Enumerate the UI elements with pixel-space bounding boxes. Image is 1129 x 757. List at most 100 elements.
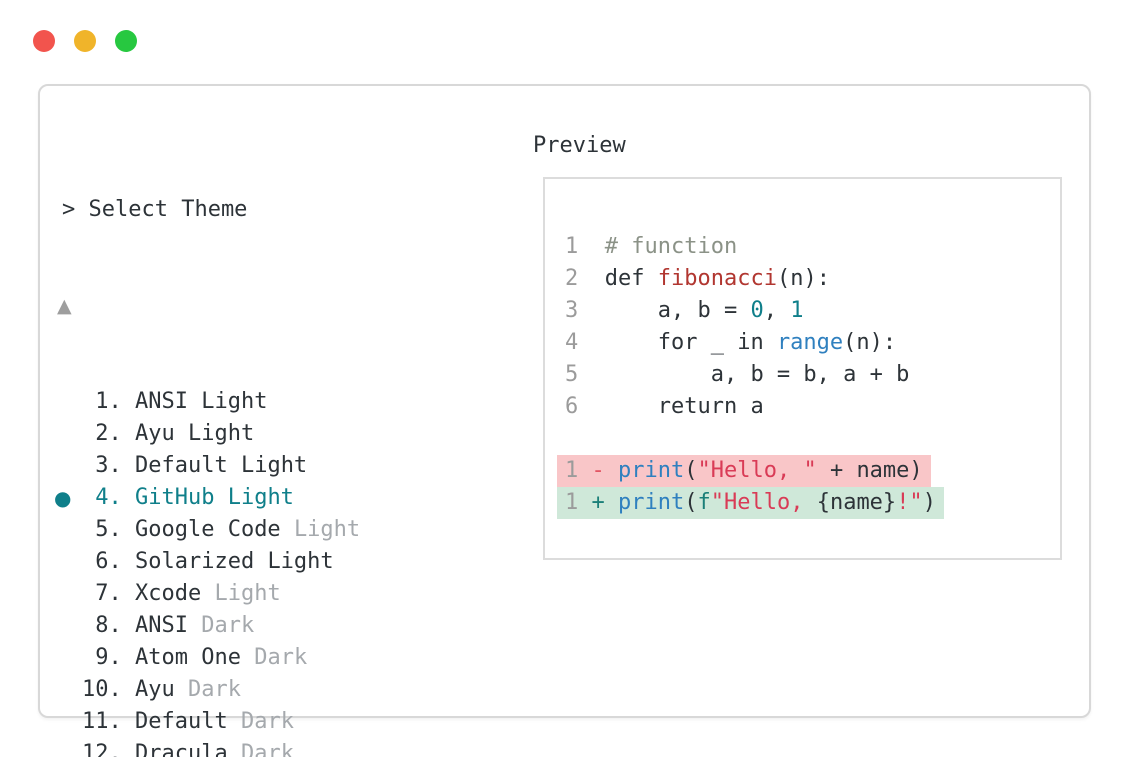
code-line: 1 # function (565, 231, 1060, 263)
theme-item-default-dark[interactable]: 11. Default Dark (62, 706, 831, 738)
scroll-up-icon[interactable]: ▲ (57, 295, 72, 317)
preview-title: Preview (533, 133, 626, 158)
line-number: 1 (565, 458, 592, 483)
code-token: 0 (750, 298, 764, 323)
theme-picker-column: > Select Theme ▲ 1. ANSI Light 2. Ayu Li… (54, 130, 831, 757)
line-number: 1 (565, 234, 605, 259)
code-token: 1 (790, 298, 804, 323)
theme-item-variant: Light (293, 517, 361, 542)
code-token: range (776, 330, 844, 355)
line-number: 3 (565, 298, 605, 323)
theme-item-number: 6. (82, 549, 135, 574)
line-number: 2 (565, 266, 605, 291)
theme-item-default-light[interactable]: 3. Default Light (62, 450, 831, 482)
code-token: f (697, 490, 711, 515)
code-token: {name} (816, 490, 897, 515)
code-token: a, b = (604, 298, 751, 323)
theme-item-number: 11. (82, 709, 135, 734)
selected-bullet-icon: ● (54, 486, 72, 510)
theme-prompt: > Select Theme (62, 197, 248, 222)
theme-item-variant: Dark (240, 741, 294, 757)
theme-item-xcode-light[interactable]: 7. Xcode Light (62, 578, 831, 610)
theme-item-label: Xcode (134, 581, 215, 606)
code-token: ) (922, 490, 936, 515)
line-number: 1 (565, 490, 592, 515)
code-token: "Hello, (710, 490, 817, 515)
code-token: print (618, 458, 685, 483)
theme-item-variant: Light (187, 421, 255, 446)
line-number: 6 (565, 394, 605, 419)
code-token: def (604, 266, 658, 291)
theme-item-ansi-light[interactable]: 1. ANSI Light (62, 386, 831, 418)
theme-item-solarized-light[interactable]: 6. Solarized Light (62, 546, 831, 578)
code-line: 4 for _ in range(n): (565, 327, 1060, 359)
code-line: 5 a, b = b, a + b (565, 359, 1060, 391)
theme-item-atom-one-dark[interactable]: 9. Atom One Dark (62, 642, 831, 674)
diff-added-line: 1 + print(f"Hello, {name}!") (557, 487, 1060, 519)
code-token: a, b = b, a + b (604, 362, 910, 387)
code-token: fibonacci (657, 266, 777, 291)
code-token: for _ in (604, 330, 777, 355)
code-token: print (618, 490, 685, 515)
traffic-light-zoom-button[interactable] (115, 30, 137, 52)
line-number: 5 (565, 362, 605, 387)
theme-item-variant: Dark (187, 677, 241, 702)
theme-item-label: ANSI (134, 613, 202, 638)
theme-item-label: Solarized (134, 549, 268, 574)
code-token: # function (604, 234, 738, 259)
line-number: 4 (565, 330, 605, 355)
theme-item-label: GitHub (134, 485, 228, 510)
theme-item-github-light[interactable]: ● 4. GitHub Light (54, 482, 831, 514)
theme-item-ayu-light[interactable]: 2. Ayu Light (62, 418, 831, 450)
theme-item-label: Atom One (134, 645, 255, 670)
code-token: (n): (843, 330, 897, 355)
theme-item-number: 5. (82, 517, 135, 542)
theme-item-number: 9. (82, 645, 135, 670)
diff-added-highlight: 1 + print(f"Hello, {name}!") (557, 487, 944, 519)
code-line: 6 return a (565, 391, 1060, 423)
theme-item-variant: Light (267, 549, 334, 574)
code-token: "Hello, " (697, 458, 817, 483)
theme-item-google-code-light[interactable]: 5. Google Code Light (62, 514, 831, 546)
code-token: (n): (776, 266, 830, 291)
code-token: ( (684, 490, 698, 515)
theme-item-label: ANSI (134, 389, 202, 414)
theme-item-number: 10. (82, 677, 135, 702)
theme-picker-window: > Select Theme ▲ 1. ANSI Light 2. Ayu Li… (38, 84, 1091, 757)
diff-removed-highlight: 1 - print("Hello, " + name) (557, 455, 931, 487)
theme-item-label: Default (134, 453, 241, 478)
theme-item-number: 4. (82, 485, 135, 510)
blank-line (565, 423, 1060, 455)
code-line: 3 a, b = 0, 1 (565, 295, 1060, 327)
traffic-light-close-button[interactable] (33, 30, 55, 52)
window-controls (33, 30, 137, 52)
theme-item-variant: Dark (254, 645, 308, 670)
theme-item-variant: Light (240, 453, 308, 478)
theme-item-variant: Dark (201, 613, 255, 638)
theme-item-variant: Light (227, 485, 294, 510)
theme-item-number: 3. (82, 453, 135, 478)
theme-item-label: Default (134, 709, 241, 734)
theme-item-label: Ayu (134, 677, 188, 702)
theme-item-label: Dracula (134, 741, 241, 757)
theme-item-number: 7. (82, 581, 135, 606)
theme-item-dracula-dark[interactable]: 12. Dracula Dark (62, 738, 831, 757)
theme-item-variant: Light (201, 389, 268, 414)
theme-item-label: Google Code (134, 517, 294, 542)
code-token: - (591, 458, 618, 483)
traffic-light-minimize-button[interactable] (74, 30, 96, 52)
code-token: , (763, 298, 791, 323)
theme-item-label: Ayu (134, 421, 188, 446)
theme-item-ansi-dark[interactable]: 8. ANSI Dark (62, 610, 831, 642)
theme-item-number: 1. (82, 389, 135, 414)
theme-item-ayu-dark[interactable]: 10. Ayu Dark (62, 674, 831, 706)
diff-removed-line: 1 - print("Hello, " + name) (557, 455, 1060, 487)
code-token: + (591, 490, 618, 515)
theme-item-number: 12. (82, 741, 135, 757)
code-token: + name) (816, 458, 923, 483)
theme-item-number: 8. (82, 613, 135, 638)
theme-item-variant: Light (214, 581, 281, 606)
